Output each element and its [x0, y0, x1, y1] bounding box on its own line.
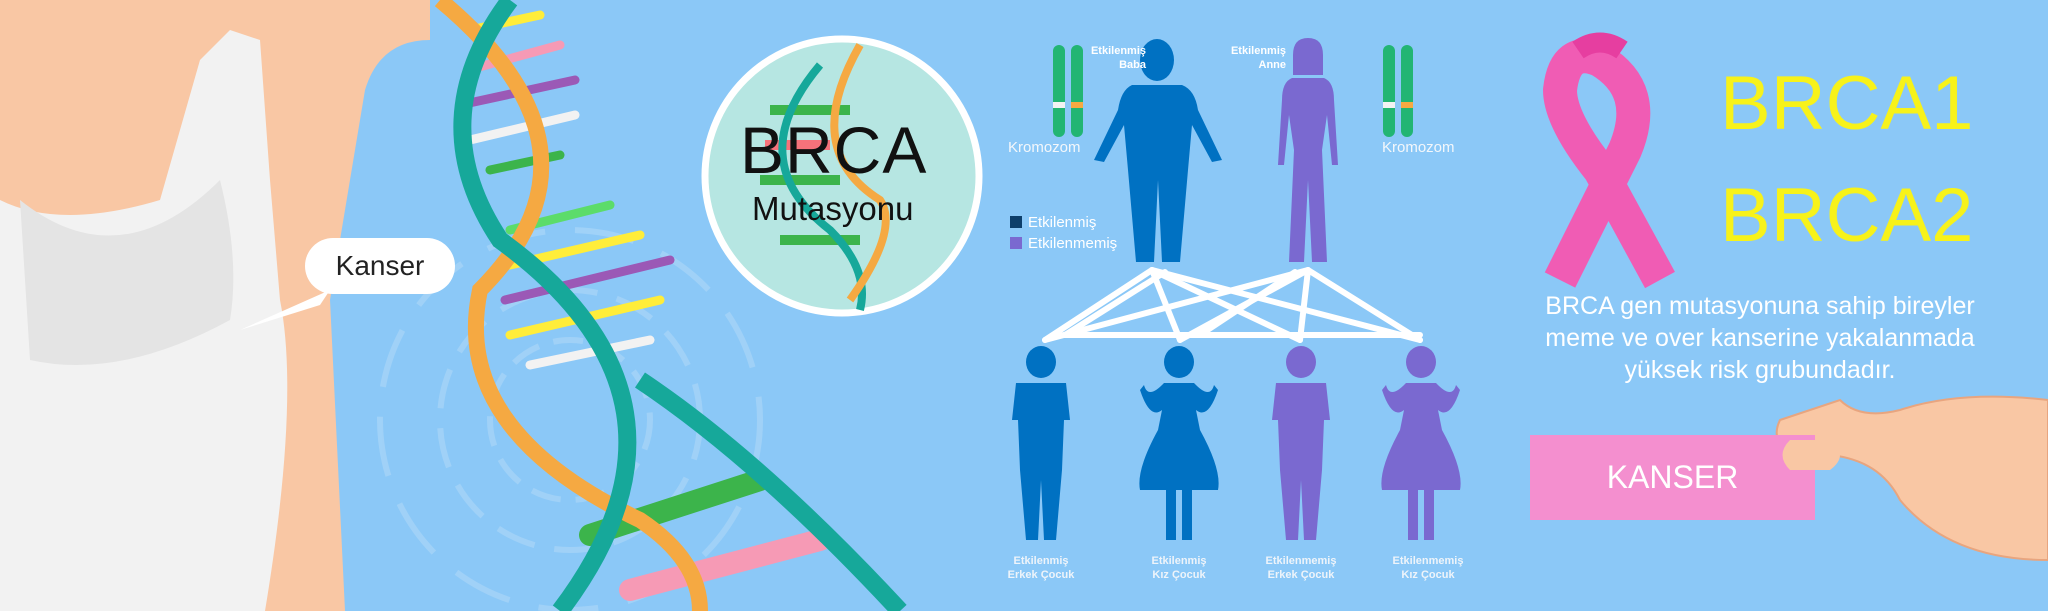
chromosome-right-icon	[1383, 45, 1413, 137]
child-label-line2: Kız Çocuk	[1152, 569, 1206, 581]
dna-helix-icon	[434, 0, 907, 611]
mother-label-line2: Anne	[1258, 59, 1287, 71]
child-affected-girl-icon	[1139, 346, 1219, 540]
father-figure-icon	[1094, 39, 1222, 262]
mother-label: Etkilenmiş Anne	[1220, 44, 1286, 72]
legend-swatch-affected	[1010, 216, 1022, 228]
woman-torso	[0, 0, 430, 611]
legend-label: Etkilenmiş	[1028, 214, 1097, 231]
father-label-line2: Baba	[1119, 59, 1146, 71]
child-label-line1: Etkilenmemiş	[1392, 555, 1464, 567]
child-label-line2: Erkek Çocuk	[1007, 569, 1075, 581]
child-label-line1: Etkilenmiş	[1151, 555, 1207, 567]
chromosome-left-icon	[1053, 45, 1083, 137]
info-paragraph: BRCA gen mutasyonuna sahip bireyler meme…	[1510, 290, 2010, 386]
brca2-title: BRCA2	[1720, 173, 1974, 258]
legend-label: Etkilenmemiş	[1028, 235, 1118, 252]
legend-item-unaffected: Etkilenmemiş	[1010, 233, 1117, 254]
kanser-speech-bubble: Kanser	[305, 238, 455, 294]
child-label-line1: Etkilenmemiş	[1265, 555, 1337, 567]
mother-figure-icon	[1278, 38, 1338, 262]
father-label-line1: Etkilenmiş	[1090, 45, 1146, 57]
child-affected-boy-icon	[1012, 346, 1070, 540]
child-label-line2: Erkek Çocuk	[1267, 569, 1335, 581]
hand-holding-card-icon	[1775, 395, 2048, 562]
child-label-line2: Kız Çocuk	[1401, 569, 1455, 581]
mother-label-line1: Etkilenmiş	[1230, 45, 1286, 57]
brca-circle	[701, 35, 983, 317]
child-unaffected-girl-icon	[1381, 346, 1461, 540]
inheritance-lines	[1042, 267, 1423, 343]
legend: Etkilenmiş Etkilenmemiş	[1010, 212, 1117, 254]
legend-swatch-unaffected	[1010, 237, 1022, 249]
circle-title: BRCA	[740, 113, 928, 187]
kanser-card: KANSER	[1530, 435, 1815, 520]
brca1-title: BRCA1	[1720, 61, 1974, 146]
info-line: yüksek risk grubundadır.	[1624, 356, 1896, 384]
child-unaffected-boy-icon	[1272, 346, 1330, 540]
child-label-line1: Etkilenmiş	[1013, 555, 1069, 567]
info-line: BRCA gen mutasyonuna sahip bireyler	[1545, 292, 1975, 320]
info-line: meme ve over kanserine yakalanmada	[1545, 324, 1975, 352]
chromosome-label-left: Kromozom	[1008, 139, 1081, 156]
pink-ribbon-icon	[1543, 32, 1675, 289]
father-label: Etkilenmiş Baba	[1080, 44, 1146, 72]
chromosome-label-right: Kromozom	[1382, 139, 1455, 156]
legend-item-affected: Etkilenmiş	[1010, 212, 1117, 233]
circle-subtitle: Mutasyonu	[752, 190, 914, 227]
